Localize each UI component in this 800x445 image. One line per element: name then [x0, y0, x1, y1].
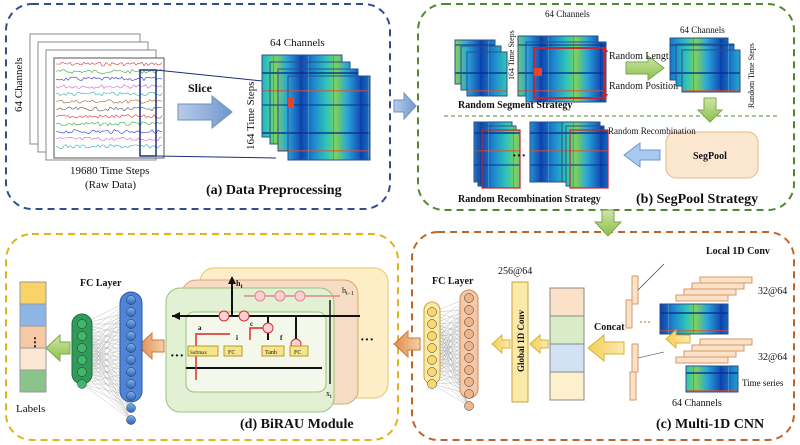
- panel-c-caption: (c) Multi-1D CNN: [656, 417, 764, 432]
- recombined-ellipsis: ···: [512, 149, 526, 164]
- local-feature-bars: [625, 263, 665, 401]
- segpool-box: [665, 131, 759, 179]
- labels-caption: Labels: [16, 403, 45, 415]
- raw-data-label: (Raw Data): [85, 179, 136, 191]
- gate-fc2-label: FC: [294, 350, 301, 356]
- raw-channels-label: 64 Channels: [13, 57, 25, 112]
- gate-tanh-label: Tanh: [265, 350, 277, 356]
- segpool-down-arrow: [696, 97, 724, 123]
- birau-x-t-label: xt: [326, 389, 332, 400]
- global-conv-arrow: [529, 333, 549, 355]
- cnn-fc-layer: [423, 289, 479, 411]
- global-dim-label: 256@64: [498, 266, 532, 277]
- sliced-heatmap-stack: [261, 54, 371, 161]
- segment-strategy-label: Random Segment Strategy: [458, 100, 572, 111]
- concat-arrow: [587, 333, 625, 363]
- concat-feature-stack: [549, 287, 585, 401]
- arrow-b-to-c: [593, 209, 623, 237]
- recombination-strategy-label: Random Recombination Strategy: [458, 194, 601, 205]
- random-time-steps-label: Random Time Steps: [747, 43, 756, 108]
- random-position-label: Random Position: [609, 81, 678, 92]
- local-conv-label: Local 1D Conv: [706, 246, 770, 257]
- birau-ellipsis-left: ···: [170, 349, 184, 364]
- local-conv-kernels: [675, 276, 753, 364]
- slice-arrow: [177, 94, 233, 130]
- birau-to-fc-arrow: [137, 331, 165, 361]
- sliced-steps-label: 164 Time Steps: [245, 82, 257, 150]
- panel-c-border: [411, 231, 795, 441]
- panel-d-border: [5, 233, 399, 441]
- recombined-samples: [473, 121, 609, 189]
- panel-b-caption: (b) SegPool Strategy: [636, 192, 758, 207]
- segpool-cropped-stack: [669, 37, 741, 93]
- raw-steps-label: 19680 Time Steps: [70, 165, 149, 177]
- birau-a-label: a: [198, 324, 202, 332]
- cnn-fc-arrow: [491, 333, 511, 355]
- arrow-a-to-b: [393, 91, 417, 121]
- birau-fc-label: FC Layer: [80, 278, 122, 289]
- slice-label: Slice: [188, 81, 213, 95]
- cnn-channels-label: 64 Channels: [672, 398, 722, 409]
- panel-d-caption: (d) BiRAU Module: [240, 417, 354, 432]
- birau-red-paths: [195, 327, 268, 380]
- dim-bottom-label: 32@64: [758, 352, 787, 363]
- global-conv-label: Global 1D Conv: [516, 309, 526, 372]
- birau-gates: [187, 345, 309, 357]
- cropped-channels-label: 64 Channels: [680, 25, 725, 35]
- arrow-c-to-d: [393, 329, 421, 359]
- random-crop-arrow: [625, 55, 665, 81]
- birau-fc-layer: [71, 291, 143, 425]
- gate-softmax-label: Softmax: [190, 351, 207, 356]
- dim-top-label: 32@64: [758, 286, 787, 297]
- labels-arrow: [45, 333, 71, 363]
- segpool-box-label: SegPool: [693, 151, 727, 162]
- labels-column: [19, 281, 47, 393]
- cnn-fc-label: FC Layer: [432, 276, 474, 287]
- birau-h-t-label: ht: [236, 279, 242, 290]
- gate-fc-label: FC: [228, 350, 235, 356]
- birau-cells: [165, 267, 389, 413]
- birau-c-label: c: [250, 320, 253, 328]
- segpool-channels-label: 64 Channels: [545, 9, 590, 19]
- birau-f-label: f: [280, 334, 283, 342]
- panel-a-caption: (a) Data Preprocessing: [206, 183, 342, 198]
- cnn-input-heatmaps: [659, 303, 739, 393]
- random-length-label: Random Length: [609, 51, 674, 62]
- birau-h-prev-label: ht−1: [342, 286, 354, 297]
- global-conv-bar: [511, 281, 529, 403]
- random-recombination-label: Random Recombination: [608, 126, 696, 136]
- birau-ellipsis-right: ···: [360, 333, 374, 348]
- segpool-steps-label: 164 Time Steps: [507, 30, 516, 80]
- time-series-label: Time series: [742, 378, 784, 388]
- conv-to-map-arrows: [665, 328, 691, 350]
- panel-a-border: [5, 3, 391, 210]
- concat-label: Concat: [594, 322, 625, 333]
- segpool-input-stack: [454, 35, 607, 103]
- labels-dots: ⋮: [29, 335, 41, 349]
- raw-eeg-stack: [29, 33, 165, 161]
- sliced-channels-label: 64 Channels: [270, 37, 325, 49]
- birau-i-label: i: [236, 334, 238, 342]
- recombination-arrow: [623, 142, 661, 168]
